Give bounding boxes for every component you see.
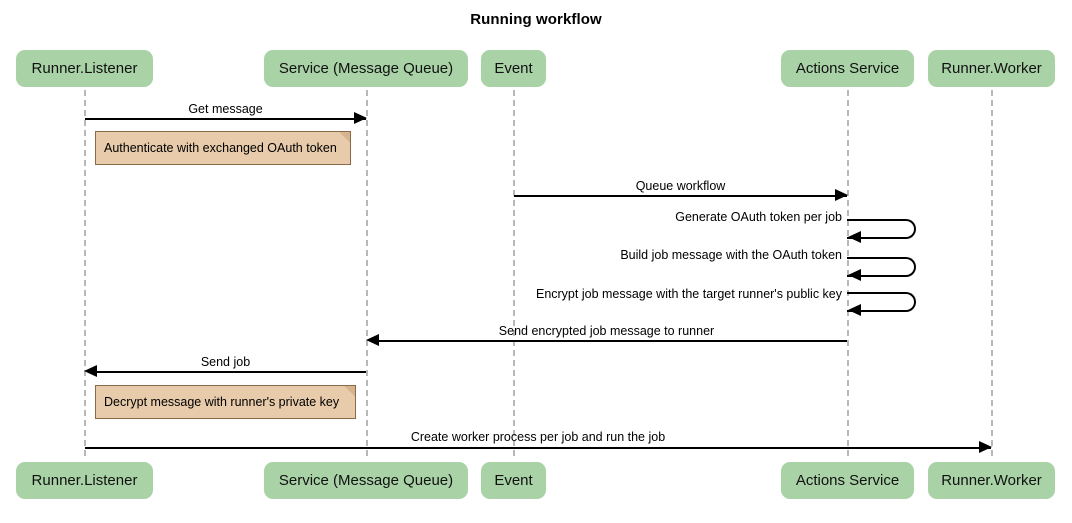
- arrow-head-icon-encrypt-job-message: [848, 304, 861, 316]
- participant-runner-worker-top[interactable]: Runner.Worker: [928, 50, 1055, 87]
- participant-label: Actions Service: [795, 60, 900, 77]
- participant-event-top[interactable]: Event: [481, 50, 546, 87]
- message-label-encrypt-job-message: Encrypt job message with the target runn…: [535, 287, 842, 301]
- arrow-head-icon-create-worker-process: [979, 441, 992, 453]
- note-decrypt: Decrypt message with runner's private ke…: [95, 385, 356, 419]
- participant-label: Actions Service: [795, 472, 900, 489]
- message-line-queue-workflow: [514, 195, 847, 197]
- lifeline-service-message-queue: [366, 90, 368, 456]
- note-label: Decrypt message with runner's private ke…: [104, 395, 340, 409]
- message-label-build-job-message: Build job message with the OAuth token: [620, 248, 842, 262]
- message-label-get-message: Get message: [188, 102, 263, 116]
- participant-label: Runner.Worker: [941, 60, 1042, 77]
- arrow-head-icon-send-job: [84, 365, 97, 377]
- lifeline-runner-worker: [991, 90, 993, 456]
- self-loop-encrypt-job-message: [847, 292, 916, 312]
- participant-runner-listener-top[interactable]: Runner.Listener: [16, 50, 153, 87]
- participant-actions-service-top[interactable]: Actions Service: [781, 50, 914, 87]
- arrow-head-icon-get-message: [354, 112, 367, 124]
- message-line-send-encrypted-job-message: [378, 340, 847, 342]
- self-loop-build-job-message: [847, 257, 916, 277]
- participant-service-message-queue-top[interactable]: Service (Message Queue): [264, 50, 468, 87]
- lifeline-runner-listener: [84, 90, 86, 456]
- note-fold-icon: [344, 386, 355, 397]
- note-authenticate: Authenticate with exchanged OAuth token: [95, 131, 351, 165]
- arrow-head-icon-queue-workflow: [835, 189, 848, 201]
- arrow-head-icon-send-encrypted-job-message: [366, 334, 379, 346]
- message-label-send-encrypted-job-message: Send encrypted job message to runner: [498, 324, 715, 338]
- arrow-head-icon-build-job-message: [848, 269, 861, 281]
- participant-runner-worker-bottom[interactable]: Runner.Worker: [928, 462, 1055, 499]
- participant-label: Runner.Listener: [31, 472, 138, 489]
- participant-label: Runner.Worker: [941, 472, 1042, 489]
- participant-label: Service (Message Queue): [278, 472, 454, 489]
- note-label: Authenticate with exchanged OAuth token: [104, 141, 337, 155]
- participant-label: Runner.Listener: [31, 60, 138, 77]
- message-label-queue-workflow: Queue workflow: [635, 179, 726, 193]
- message-label-send-job: Send job: [200, 355, 251, 369]
- message-line-send-job: [96, 371, 366, 373]
- message-line-create-worker-process: [85, 447, 991, 449]
- participant-label: Service (Message Queue): [278, 60, 454, 77]
- participant-service-message-queue-bottom[interactable]: Service (Message Queue): [264, 462, 468, 499]
- message-label-generate-oauth-token-per-job: Generate OAuth token per job: [675, 210, 842, 224]
- message-label-create-worker-process: Create worker process per job and run th…: [410, 430, 666, 444]
- participant-actions-service-bottom[interactable]: Actions Service: [781, 462, 914, 499]
- lifeline-event: [513, 90, 515, 456]
- participant-runner-listener-bottom[interactable]: Runner.Listener: [16, 462, 153, 499]
- message-line-get-message: [85, 118, 366, 120]
- participant-event-bottom[interactable]: Event: [481, 462, 546, 499]
- arrow-head-icon-generate-oauth-token-per-job: [848, 231, 861, 243]
- note-fold-icon: [339, 132, 350, 143]
- participant-label: Event: [494, 472, 533, 489]
- diagram-title: Running workflow: [470, 11, 602, 28]
- self-loop-generate-oauth-token-per-job: [847, 219, 916, 239]
- participant-label: Event: [494, 60, 533, 77]
